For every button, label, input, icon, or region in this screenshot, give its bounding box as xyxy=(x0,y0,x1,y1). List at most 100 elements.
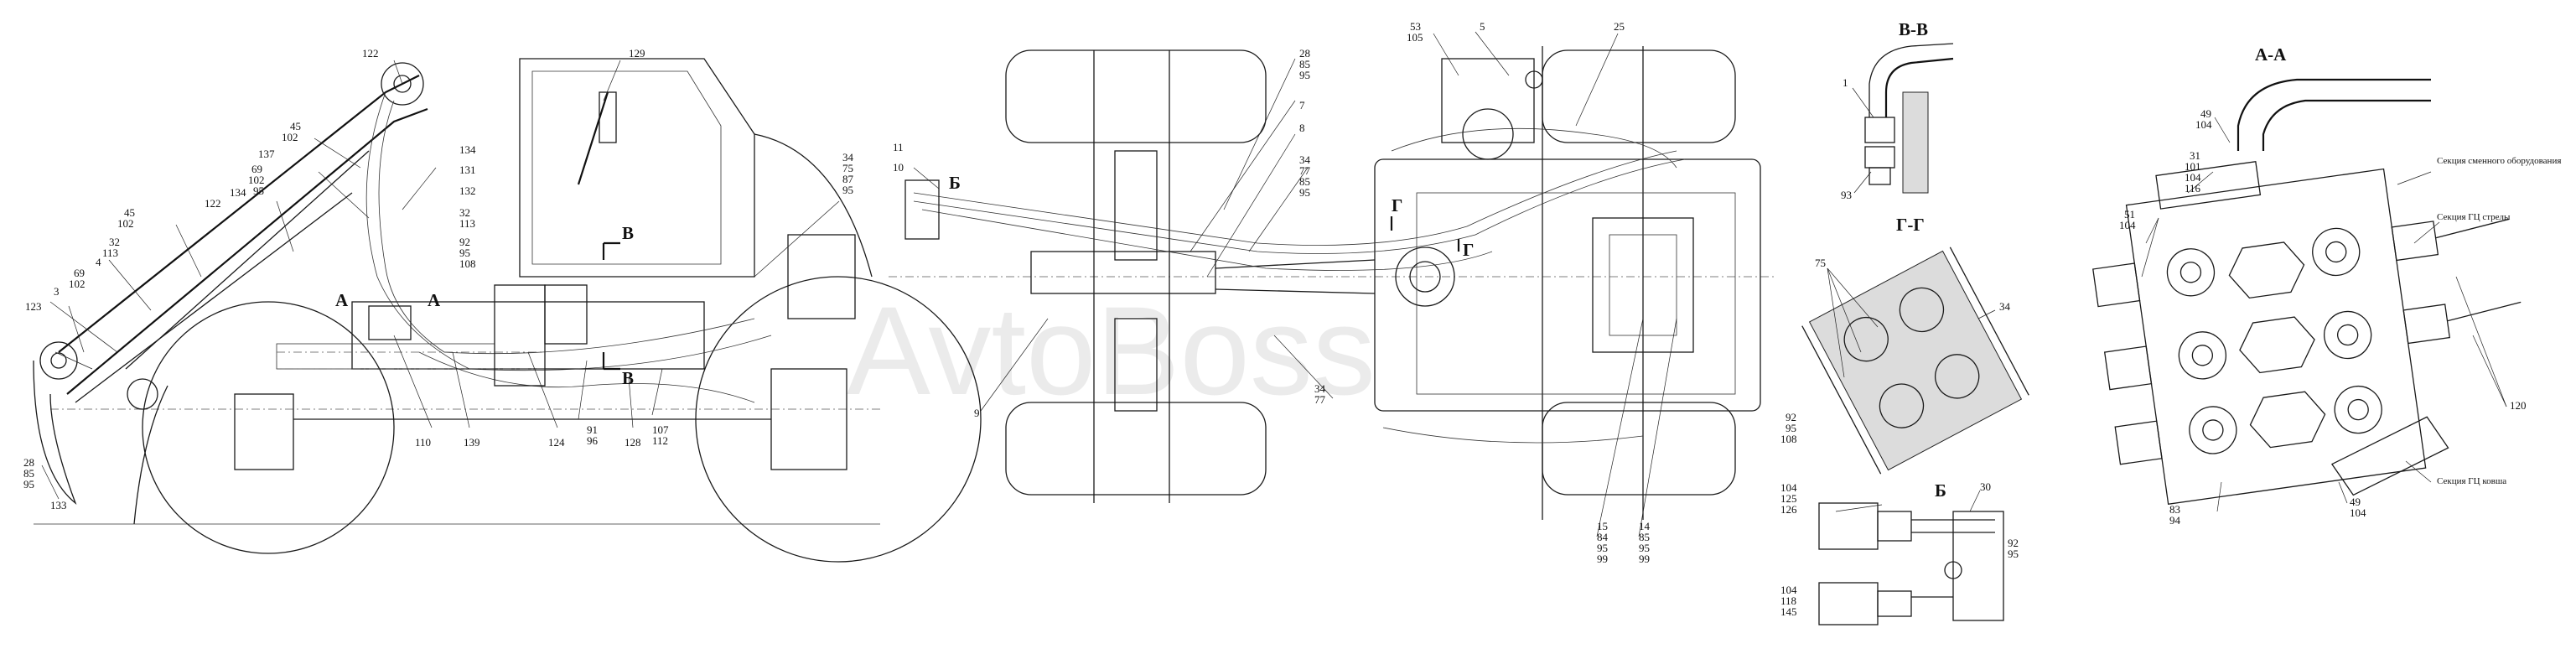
section-bb-title: В-В xyxy=(1899,19,1928,39)
svg-text:95: 95 xyxy=(1786,422,1796,434)
svg-text:113: 113 xyxy=(459,217,475,230)
svg-text:102: 102 xyxy=(248,174,265,186)
callout-53-105: 53 105 xyxy=(1407,20,1423,44)
svg-text:95: 95 xyxy=(253,184,264,197)
section-aa: А-А xyxy=(2092,44,2522,505)
section-bb: В-В xyxy=(1864,19,1954,194)
callout-92-95-108: 92 95 108 xyxy=(1780,411,1797,445)
svg-text:107: 107 xyxy=(652,423,669,436)
svg-text:34: 34 xyxy=(1299,153,1311,166)
callout-45-102: 45 102 xyxy=(117,206,135,230)
callout-122: 122 xyxy=(205,197,221,210)
callout-34-77-85-95: 34 77 85 95 xyxy=(1299,153,1311,199)
callout-8: 8 xyxy=(1299,122,1305,134)
callout-1: 1 xyxy=(1843,76,1848,89)
callout-45-102: 45 102 xyxy=(282,120,301,143)
callout-128: 128 xyxy=(625,436,641,449)
top-view xyxy=(889,46,1777,520)
svg-text:99: 99 xyxy=(1597,553,1608,565)
svg-text:116: 116 xyxy=(2185,182,2201,195)
svg-text:118: 118 xyxy=(1780,594,1796,607)
callout-34-77: 34 77 xyxy=(1314,382,1326,406)
svg-text:69: 69 xyxy=(74,267,85,279)
callout-133: 133 xyxy=(50,499,67,511)
section-aa-title: А-А xyxy=(2255,44,2287,65)
view-marker-a: А xyxy=(428,290,441,310)
callout-139: 139 xyxy=(464,436,480,449)
svg-text:101: 101 xyxy=(2185,160,2201,173)
callout-83-94: 83 94 xyxy=(2169,503,2181,527)
callout-104-125-126: 104 125 126 xyxy=(1780,481,1797,516)
callout-137: 137 xyxy=(258,148,275,160)
svg-text:85: 85 xyxy=(1639,531,1650,543)
svg-text:85: 85 xyxy=(23,467,34,480)
svg-text:105: 105 xyxy=(1407,31,1423,44)
callout-labels: 122 129 45 102 137 69 102 95 134 122 134… xyxy=(23,20,2527,618)
svg-text:95: 95 xyxy=(459,247,470,259)
svg-text:45: 45 xyxy=(124,206,135,219)
view-marker-b: Б xyxy=(949,173,961,193)
callout-49-104: 49 104 xyxy=(2195,107,2212,131)
callout-124: 124 xyxy=(548,436,565,449)
callout-5: 5 xyxy=(1480,20,1485,33)
callout-4: 4 xyxy=(96,256,101,268)
svg-text:14: 14 xyxy=(1639,520,1651,532)
callout-93: 93 xyxy=(1841,189,1852,201)
svg-text:49: 49 xyxy=(2350,496,2361,508)
callout-49-104: 49 104 xyxy=(2350,496,2366,519)
svg-text:31: 31 xyxy=(2190,149,2200,162)
callout-28-85-95: 28 85 95 xyxy=(1299,47,1310,81)
view-marker-g: Г xyxy=(1392,195,1402,215)
callout-32-113: 32 113 xyxy=(459,206,475,230)
svg-text:95: 95 xyxy=(1299,186,1310,199)
svg-text:108: 108 xyxy=(1780,433,1797,445)
svg-text:92: 92 xyxy=(1786,411,1796,423)
callout-14-85-95-99: 14 85 95 99 xyxy=(1639,520,1651,565)
svg-text:77: 77 xyxy=(1299,164,1311,177)
svg-text:96: 96 xyxy=(587,434,599,447)
callout-107-112: 107 112 xyxy=(652,423,669,447)
callout-69-102: 69 102 xyxy=(69,267,86,290)
svg-text:104: 104 xyxy=(1780,584,1797,596)
callout-34-75-87-95: 34 75 87 95 xyxy=(842,151,854,196)
svg-text:28: 28 xyxy=(23,456,34,469)
callout-110: 110 xyxy=(415,436,431,449)
svg-text:45: 45 xyxy=(290,120,301,132)
svg-text:94: 94 xyxy=(2169,514,2181,527)
view-marker-a: А xyxy=(335,290,349,310)
svg-text:34: 34 xyxy=(1314,382,1326,395)
svg-text:77: 77 xyxy=(1314,393,1326,406)
svg-text:104: 104 xyxy=(2185,171,2201,184)
svg-text:32: 32 xyxy=(459,206,470,219)
view-marker-v: В xyxy=(622,223,634,243)
side-view xyxy=(33,58,982,563)
view-markers: А А Б В В Г Г xyxy=(335,173,1474,388)
svg-text:15: 15 xyxy=(1597,520,1608,532)
callout-15-84-95-99: 15 84 95 99 xyxy=(1597,520,1609,565)
svg-text:95: 95 xyxy=(23,478,34,490)
callout-51-104: 51 104 xyxy=(2119,208,2136,231)
svg-text:85: 85 xyxy=(1299,58,1310,70)
callout-25: 25 xyxy=(1614,20,1625,33)
callout-28-85-95: 28 85 95 xyxy=(23,456,34,490)
svg-text:102: 102 xyxy=(69,278,86,290)
callout-7: 7 xyxy=(1299,99,1305,112)
callout-131: 131 xyxy=(459,164,476,176)
callout-134: 134 xyxy=(230,186,246,199)
svg-text:75: 75 xyxy=(842,162,853,174)
svg-text:95: 95 xyxy=(842,184,853,196)
svg-text:95: 95 xyxy=(1299,69,1310,81)
svg-text:34: 34 xyxy=(842,151,854,164)
svg-text:83: 83 xyxy=(2169,503,2180,516)
callout-3: 3 xyxy=(54,285,60,298)
callout-75: 75 xyxy=(1815,257,1826,269)
section-b: Б xyxy=(1818,480,2004,625)
callout-10: 10 xyxy=(893,161,904,174)
callout-9: 9 xyxy=(974,407,980,419)
callout-129: 129 xyxy=(629,47,645,60)
svg-text:95: 95 xyxy=(1597,542,1608,554)
callout-104-118-145: 104 118 145 xyxy=(1780,584,1797,618)
svg-text:112: 112 xyxy=(652,434,668,447)
